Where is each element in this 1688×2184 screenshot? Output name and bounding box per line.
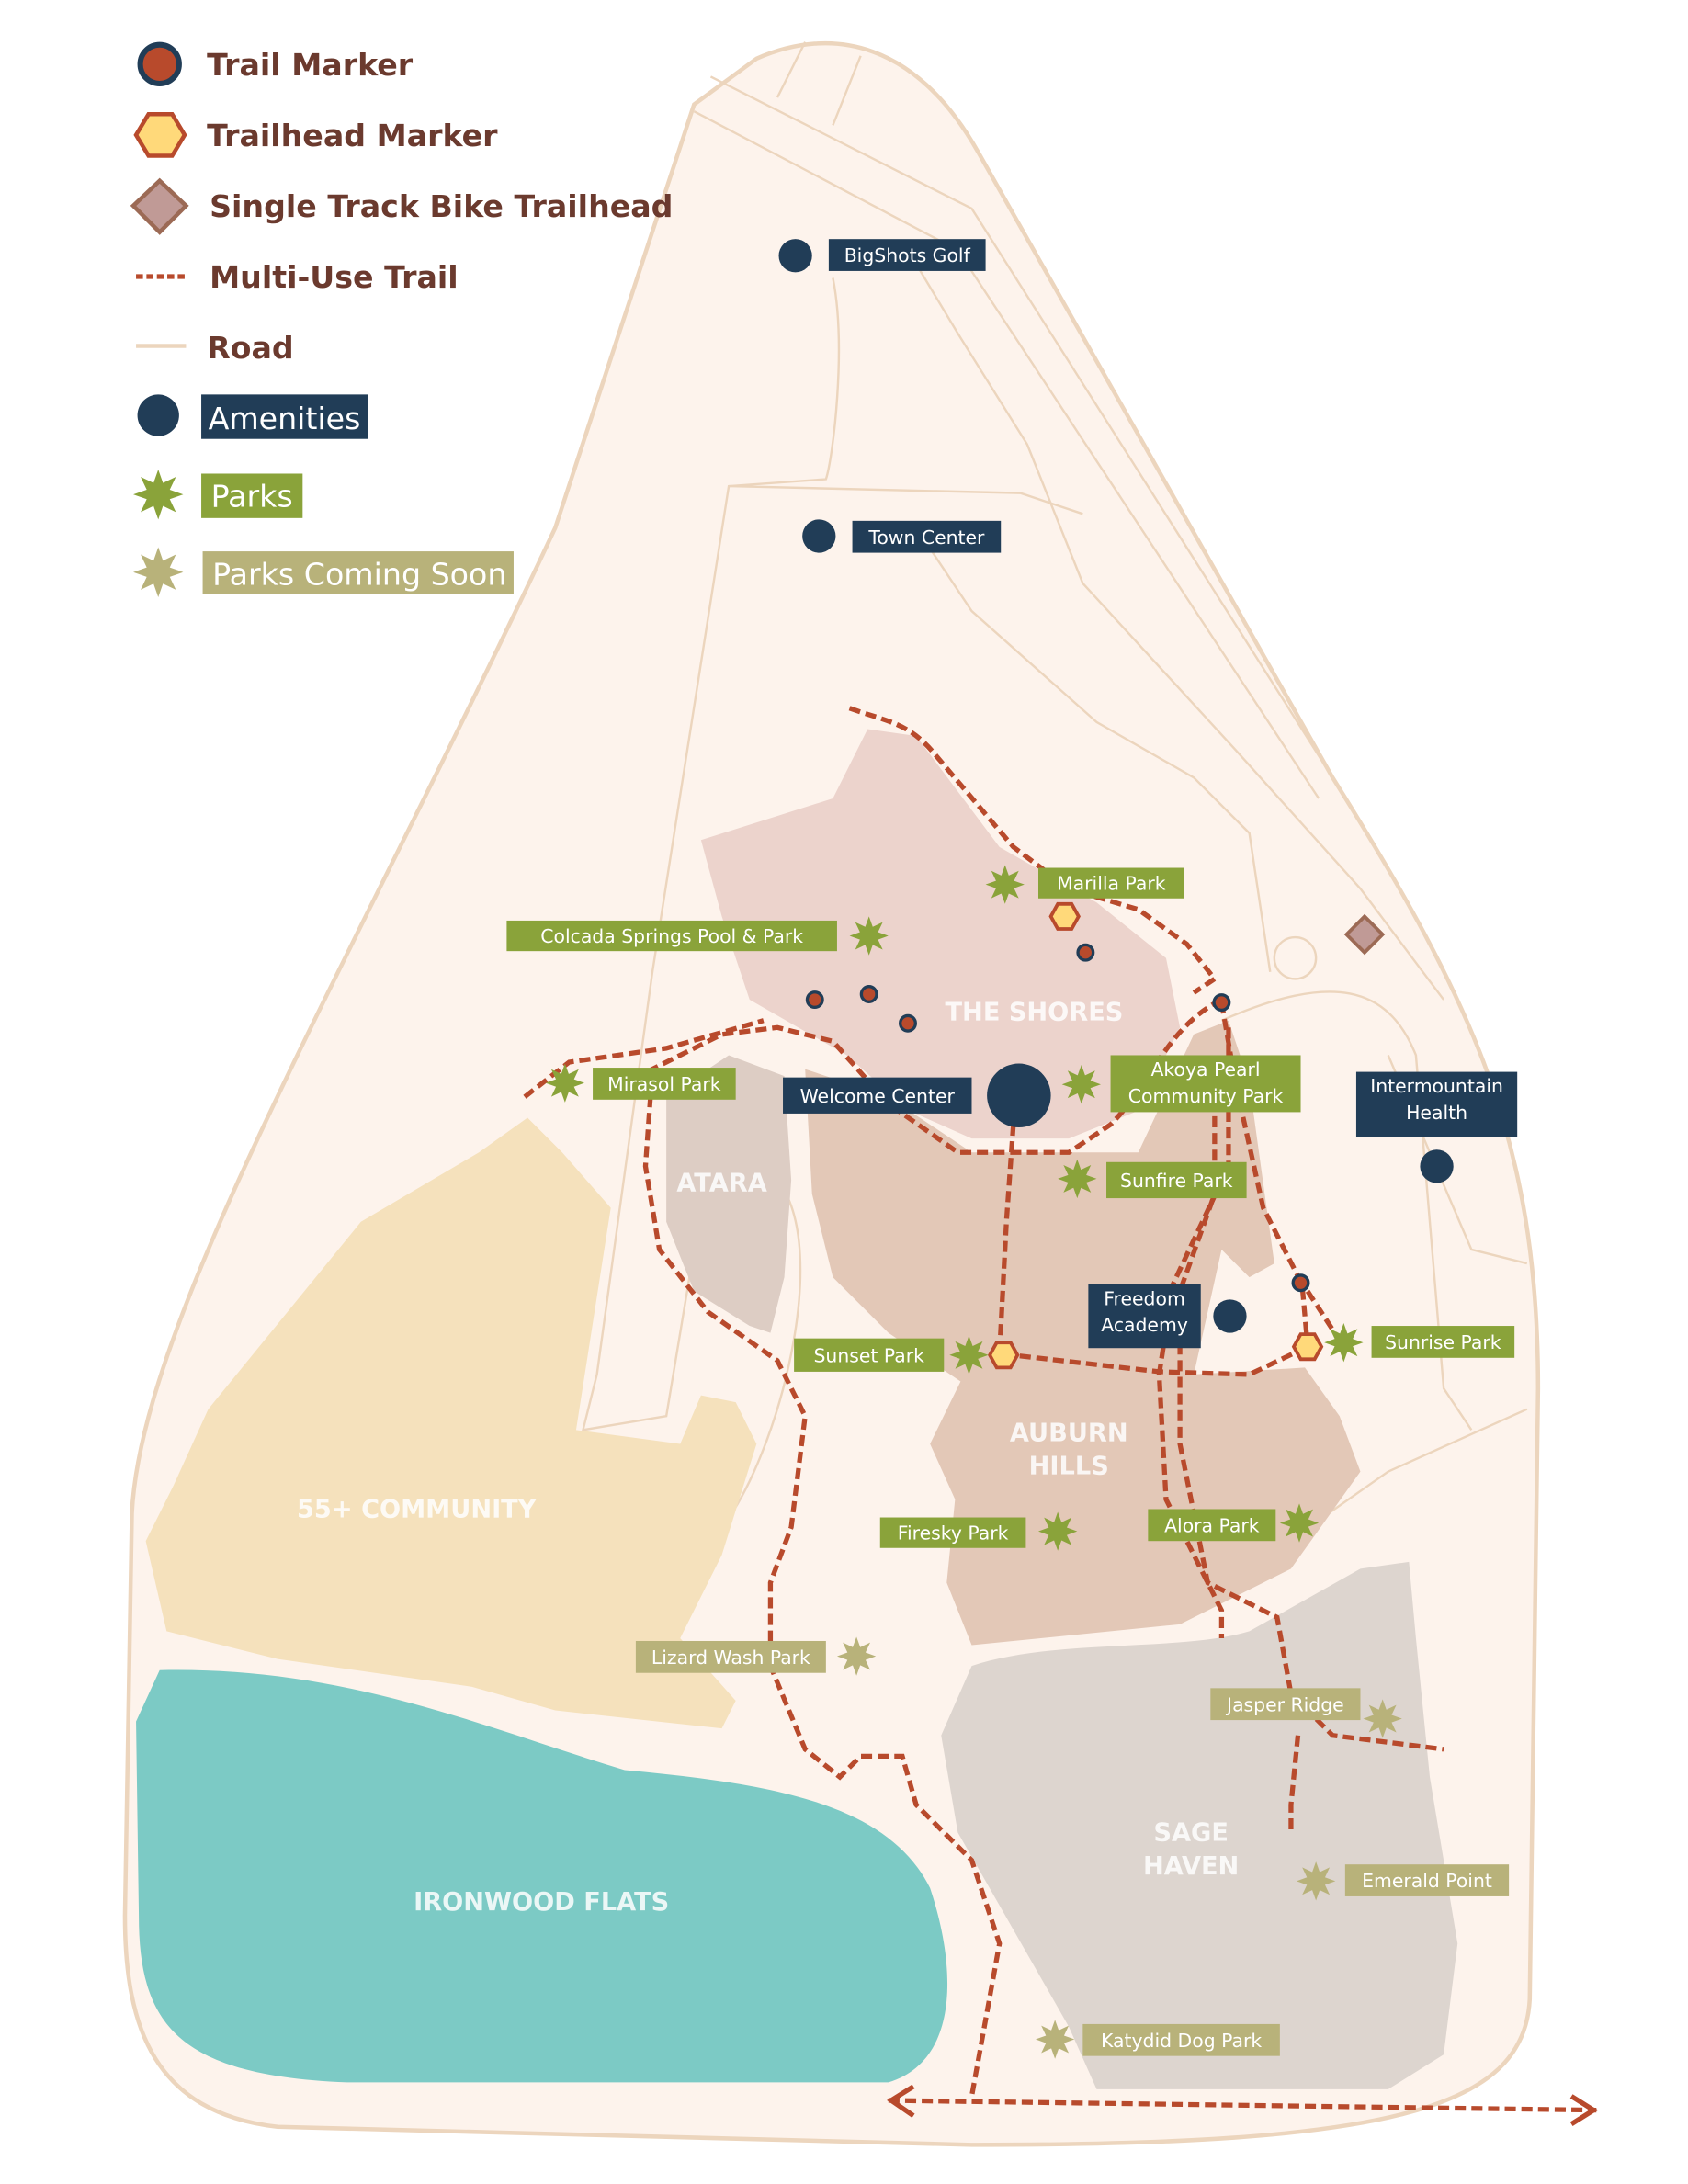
label-sunfire-park-text: Sunfire Park [1120,1170,1233,1192]
label-freedom-academy-text: Freedom [1104,1287,1184,1309]
area-label-ironwood-flats: IRONWOOD FLATS [414,1888,669,1917]
park-star-icon [1058,1159,1097,1199]
trailhead-marker[interactable] [987,1341,1020,1370]
park-star-icon [1037,1511,1078,1551]
label-jasper-ridge-text: Jasper Ridge [1225,1693,1344,1715]
park-star-icon [949,1335,989,1375]
label-emerald-point-text: Emerald Point [1362,1870,1492,1892]
label-marilla-park-text: Marilla Park [1057,873,1166,895]
trailhead-marker-icon [133,111,187,158]
trail-marker[interactable] [1291,1273,1310,1293]
label-firesky-park[interactable]: Firesky Park [879,1517,1026,1548]
amenity-marker[interactable] [802,519,836,553]
trail-marker[interactable] [1076,943,1095,962]
trail-marker[interactable] [859,985,878,1003]
legend: Trail Marker Trailhead Marker Single Tra… [130,41,673,597]
label-firesky-park-text: Firesky Park [898,1522,1009,1545]
bike-trailhead-marker[interactable] [1343,913,1386,956]
legend-trailhead-marker: Trailhead Marker [207,118,498,153]
trail-marker[interactable] [899,1013,917,1033]
label-welcome-center[interactable]: Welcome Center [783,1077,972,1114]
park-star-icon [1061,1065,1101,1104]
label-intermountain-health-text: Health [1406,1102,1467,1124]
legend-bike-trailhead: Single Track Bike Trailhead [210,188,673,224]
park-star-icon [985,865,1025,904]
area-label-sage-haven-1: SAGE [1153,1819,1229,1848]
label-jasper-ridge[interactable]: Jasper Ridge [1210,1688,1361,1721]
trail-marker[interactable] [1212,993,1231,1013]
legend-amenities: Amenities [209,401,361,436]
park-star-icon [1324,1323,1364,1363]
area-label-auburn-hills-1: AUBURN [1010,1419,1128,1447]
label-sunset-park-text: Sunset Park [813,1344,924,1366]
label-katydid-dog-park[interactable]: Katydid Dog Park [1082,2023,1280,2056]
label-colcada-springs-text: Colcada Springs Pool & Park [540,925,803,947]
area-the-shores [700,729,1181,1139]
label-alora-park[interactable]: Alora Park [1148,1509,1276,1542]
trail-marker[interactable] [805,990,824,1010]
amenity-marker[interactable] [987,1063,1051,1128]
label-akoya-pearl-park-text: Akoya Pearl [1150,1058,1260,1081]
park-star-icon [133,469,184,520]
amenity-icon [137,394,179,436]
area-label-auburn-hills-2: HILLS [1029,1453,1109,1481]
trailhead-marker[interactable] [1291,1332,1324,1362]
amenity-marker[interactable] [778,239,812,273]
label-freedom-academy-text: Academy [1101,1314,1188,1336]
label-sunfire-park[interactable]: Sunfire Park [1106,1161,1247,1199]
label-welcome-center-text: Welcome Center [800,1085,956,1107]
park-star-icon [849,916,889,956]
area-label-55-community: 55+ COMMUNITY [297,1496,537,1524]
label-bigshots-golf-text: BigShots Golf [844,244,971,266]
park-coming-soon-star-icon [1296,1861,1336,1901]
label-sunrise-park-text: Sunrise Park [1385,1331,1501,1353]
label-alora-park-text: Alora Park [1164,1514,1260,1536]
label-akoya-pearl-park-text: Community Park [1128,1085,1284,1107]
area-label-atara: ATARA [676,1170,766,1198]
area-ironwood-flats [136,1669,948,2083]
multi-use-trails [523,706,1599,2126]
legend-parks: Parks [211,479,293,515]
area-label-the-shores: THE SHORES [946,999,1124,1027]
label-marilla-park[interactable]: Marilla Park [1037,867,1184,899]
label-bigshots-golf[interactable]: BigShots Golf [828,239,986,271]
label-lizard-wash-park[interactable]: Lizard Wash Park [635,1640,826,1673]
amenity-marker[interactable] [1213,1299,1247,1333]
bike-trailhead-icon [130,177,189,235]
label-mirasol-park-text: Mirasol Park [607,1073,721,1095]
trail-marker-icon [137,41,182,87]
label-town-center[interactable]: Town Center [852,520,1002,553]
area-atara [666,1055,792,1333]
label-mirasol-park[interactable]: Mirasol Park [593,1068,736,1100]
trailhead-marker[interactable] [1048,901,1081,931]
label-sunset-park[interactable]: Sunset Park [794,1338,945,1372]
park-star-icon [1279,1503,1320,1543]
park-coming-soon-star-icon [1363,1699,1402,1738]
legend-multi-use-trail: Multi-Use Trail [210,259,459,295]
park-coming-soon-star-icon [836,1636,877,1676]
label-intermountain-health-text: Intermountain [1370,1075,1503,1097]
label-lizard-wash-park-text: Lizard Wash Park [651,1646,810,1669]
park-coming-soon-star-icon [1035,2020,1075,2059]
area-label-sage-haven-2: HAVEN [1143,1852,1239,1881]
legend-road: Road [207,330,294,366]
label-katydid-dog-park-text: Katydid Dog Park [1101,2030,1262,2052]
park-star-icon [545,1063,585,1103]
label-town-center-text: Town Center [867,526,985,549]
legend-parks-coming-soon: Parks Coming Soon [212,556,506,592]
legend-trail-marker: Trail Marker [207,47,414,83]
label-emerald-point[interactable]: Emerald Point [1344,1864,1510,1896]
area-55-community [145,1117,757,1729]
label-sunrise-park[interactable]: Sunrise Park [1371,1326,1515,1358]
label-colcada-springs[interactable]: Colcada Springs Pool & Park [506,920,837,952]
amenity-marker[interactable] [1420,1149,1454,1183]
park-coming-soon-star-icon [133,547,184,597]
